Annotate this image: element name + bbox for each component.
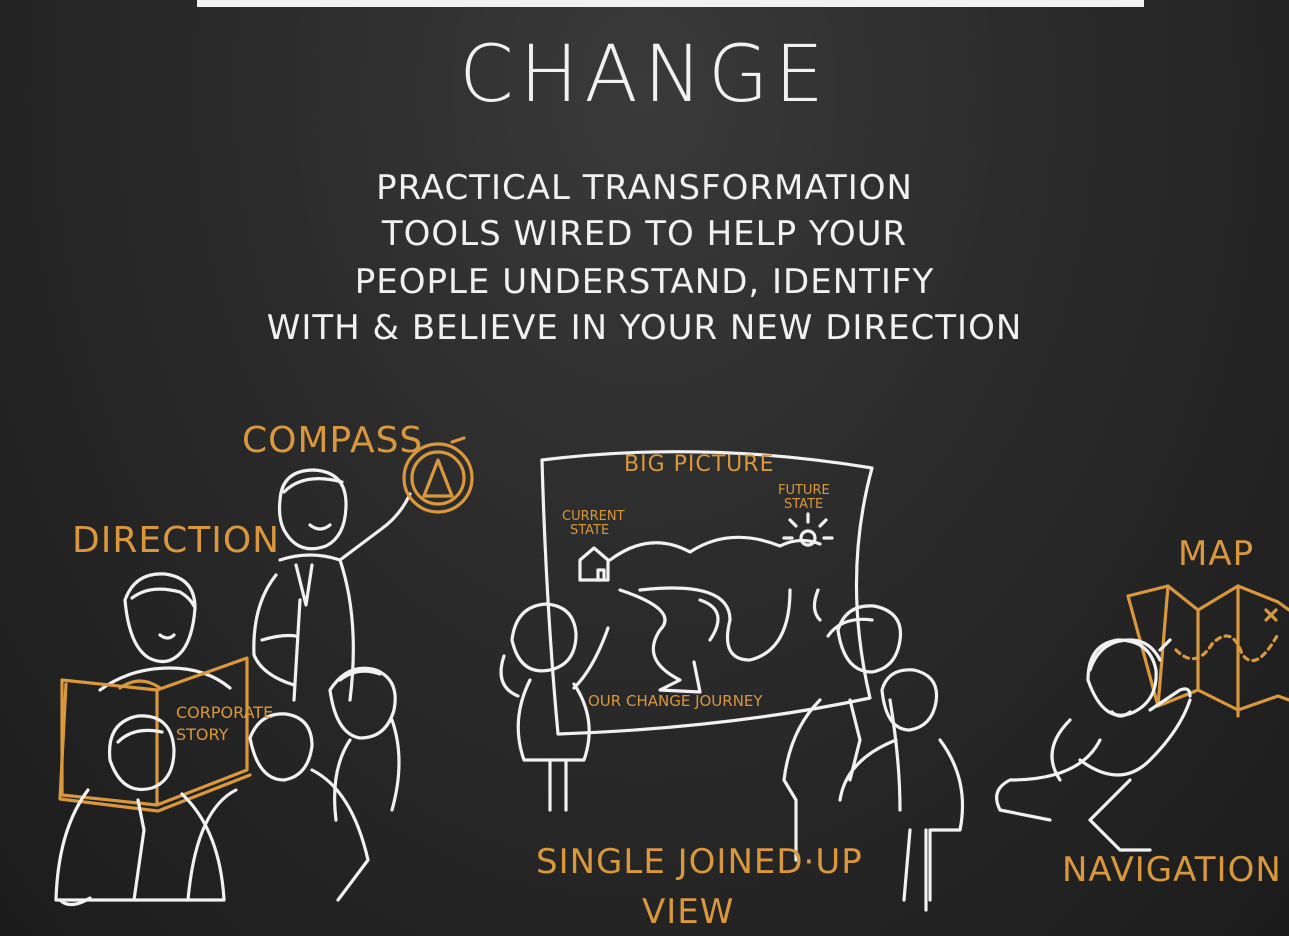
label-compass: COMPASS: [242, 420, 424, 461]
subtitle-line-4: WITH & BELIEVE IN YOUR NEW DIRECTION: [266, 308, 1023, 348]
subtitle-line-1: PRACTICAL TRANSFORMATION: [376, 168, 913, 208]
svg-text:STATE: STATE: [570, 523, 609, 538]
subtitle-line-2: TOOLS WIRED TO HELP YOUR: [381, 214, 908, 254]
big-picture-left-woman: [499, 602, 610, 812]
compass-icon: [402, 436, 474, 514]
label-big-picture: BIG PICTURE: [624, 452, 775, 477]
direction-audience-figures: [54, 666, 401, 907]
corporate-story-book-icon: [58, 656, 252, 813]
big-picture-inner-labels: CURRENT STATE FUTURE STATE OUR CHANGE JO…: [562, 483, 830, 710]
big-picture-board: [540, 450, 874, 736]
subtitle-line-3: PEOPLE UNDERSTAND, IDENTIFY: [354, 262, 935, 302]
title-change: CHANGE: [459, 30, 830, 120]
svg-text:STATE: STATE: [784, 497, 823, 512]
svg-text:OUR CHANGE JOURNEY: OUR CHANGE JOURNEY: [588, 692, 763, 710]
big-picture-right-men: [782, 588, 964, 912]
direction-storyteller-figure: [98, 572, 232, 692]
top-white-bar: [197, 0, 1144, 7]
book-cover-text: CORPORATE STORY: [176, 703, 273, 744]
label-map: MAP: [1178, 534, 1255, 574]
label-direction: DIRECTION: [72, 520, 281, 561]
label-navigation: NAVIGATION: [1062, 850, 1282, 890]
label-single-view-line1: SINGLE JOINED·UP: [536, 842, 863, 882]
label-single-view-line2: VIEW: [642, 892, 735, 932]
svg-text:FUTURE: FUTURE: [778, 483, 830, 498]
navigation-figure: [995, 638, 1192, 852]
compass-holder-figure: [252, 468, 412, 702]
svg-text:STORY: STORY: [176, 725, 229, 744]
svg-text:CURRENT: CURRENT: [562, 509, 625, 524]
svg-text:CORPORATE: CORPORATE: [176, 703, 273, 722]
